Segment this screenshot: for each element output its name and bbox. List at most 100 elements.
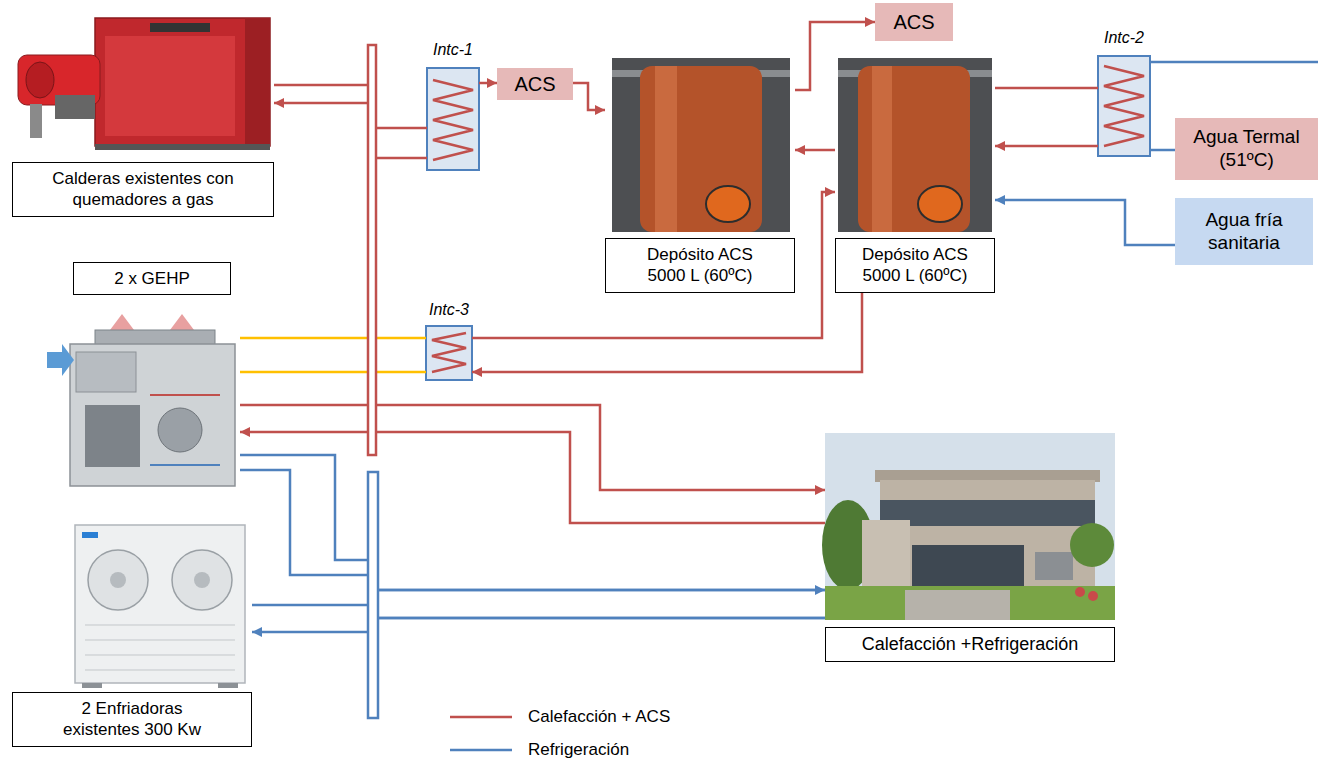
pipe-connector — [795, 22, 875, 90]
pipe-connector — [472, 293, 862, 373]
storage-tank: Depósito ACS 5000 L (60ºC) — [605, 58, 795, 293]
burner-valve — [55, 95, 95, 119]
building-glass — [912, 545, 1024, 587]
source-box: Agua fría sanitaria — [1175, 198, 1313, 265]
chiller-unit: 2 Enfriadoras existentes 300 Kw — [12, 520, 252, 747]
chiller-logo — [82, 532, 98, 538]
louver — [85, 655, 235, 656]
plant-room — [838, 58, 992, 232]
pipe-connector — [240, 470, 825, 618]
chiller-body — [75, 525, 245, 683]
equipment-label: 2 Enfriadoras existentes 300 Kw — [12, 692, 252, 747]
gehp-pipe — [150, 464, 220, 466]
louver — [85, 625, 235, 626]
tank-label: Depósito ACS 5000 L (60ºC) — [835, 238, 995, 293]
exchanger-shell — [1098, 56, 1150, 156]
photo-flowers — [1088, 591, 1098, 601]
outlet-label: ACS — [875, 10, 953, 34]
legend-line-sample — [450, 716, 512, 719]
louver — [85, 670, 235, 671]
plant-room — [612, 58, 790, 232]
pipe-connector — [252, 618, 825, 632]
building: Calefacción +Refrigeración — [825, 433, 1115, 662]
equipment-label: 2 x GEHP — [73, 262, 231, 295]
gehp-pipe — [150, 394, 220, 396]
pipe-connector — [479, 82, 497, 85]
exchanger-label: Intc-1 — [427, 40, 479, 60]
photo-sky — [825, 433, 1115, 620]
pipe-connector — [240, 371, 426, 374]
fan-hub — [194, 572, 210, 588]
photo-flowers — [1075, 587, 1085, 597]
building-label: Calefacción +Refrigeración — [825, 627, 1115, 662]
heat-pump-unit: 2 x GEHP — [45, 262, 240, 490]
pipe-connector — [240, 337, 426, 340]
building-glass — [880, 500, 1095, 526]
heat-exchanger: Intc-1 — [427, 40, 479, 170]
legend-row: Refrigeración — [528, 739, 629, 761]
pipe-connector — [274, 85, 427, 128]
source-label: Agua fría sanitaria — [1175, 209, 1313, 255]
pipe-connector — [240, 455, 825, 590]
pipe-connector — [240, 432, 825, 523]
legend-text: Calefacción + ACS — [528, 707, 670, 726]
photo-path — [905, 590, 1010, 620]
pipe-connector — [995, 87, 1098, 90]
boiler-base — [95, 144, 270, 150]
exchanger-coil — [433, 80, 473, 160]
outlet-label: ACS — [497, 72, 573, 96]
storage-tank: Depósito ACS 5000 L (60ºC) — [835, 58, 995, 293]
gehp-cabinet — [70, 344, 235, 486]
legend-row: Calefacción + ACS — [528, 706, 670, 728]
pipe-connector — [995, 145, 1098, 148]
source-box: Agua Termal (51ºC) — [1175, 118, 1318, 180]
pipe-connector — [240, 405, 825, 490]
fan-grille — [172, 550, 232, 610]
boiler-controls — [150, 23, 210, 32]
building-wall — [880, 480, 1095, 590]
pipe-connector — [252, 590, 825, 605]
source-label: Agua Termal (51ºC) — [1175, 126, 1318, 172]
tank-manhole — [918, 186, 962, 222]
legend-text: Refrigeración — [528, 740, 629, 759]
gehp-compressor — [158, 408, 202, 452]
boiler-front — [105, 36, 235, 136]
chiller-foot — [218, 683, 238, 688]
air-in-arrow — [47, 344, 74, 376]
equipment-label: Calderas existentes con quemadores a gas — [12, 162, 274, 217]
tank-highlight — [872, 66, 892, 232]
boiler-side — [245, 18, 270, 146]
tank-highlight — [655, 66, 677, 232]
fan-hub — [110, 572, 126, 588]
exchanger-coil — [1104, 66, 1144, 146]
tank-label: Depósito ACS 5000 L (60ºC) — [605, 238, 795, 293]
tank-manhole — [706, 186, 750, 222]
building-block — [862, 520, 910, 590]
exchanger-label: Intc-2 — [1098, 28, 1150, 48]
legend-line-sample — [450, 749, 512, 752]
entrance-sign — [1035, 552, 1073, 580]
exchanger-shell — [427, 68, 479, 170]
outlet-box: ACS — [497, 68, 573, 100]
louver — [85, 640, 235, 641]
heat-exchanger: Intc-3 — [426, 300, 472, 380]
pipe-connector — [1150, 149, 1175, 152]
exchanger-shell — [426, 326, 472, 380]
boiler-unit: Calderas existentes con quemadores a gas — [12, 12, 274, 217]
air-out-arrow — [170, 314, 194, 330]
tank-body — [640, 66, 762, 232]
fan-grille — [88, 550, 148, 610]
air-out-arrow — [110, 314, 134, 330]
thermal-outlet-pipe — [1150, 61, 1318, 64]
pipe-connector — [573, 83, 605, 110]
pipe-connector — [995, 200, 1175, 245]
chiller-foot — [82, 683, 102, 688]
photo-tree — [1070, 523, 1114, 567]
outlet-box: ACS — [875, 3, 953, 41]
photo-lawn — [825, 586, 1115, 620]
cooling-manifold — [368, 472, 378, 718]
gehp-engine — [85, 405, 140, 467]
exchanger-label: Intc-3 — [426, 300, 472, 320]
exchanger-coil — [432, 333, 466, 372]
gehp-coil — [76, 352, 136, 392]
